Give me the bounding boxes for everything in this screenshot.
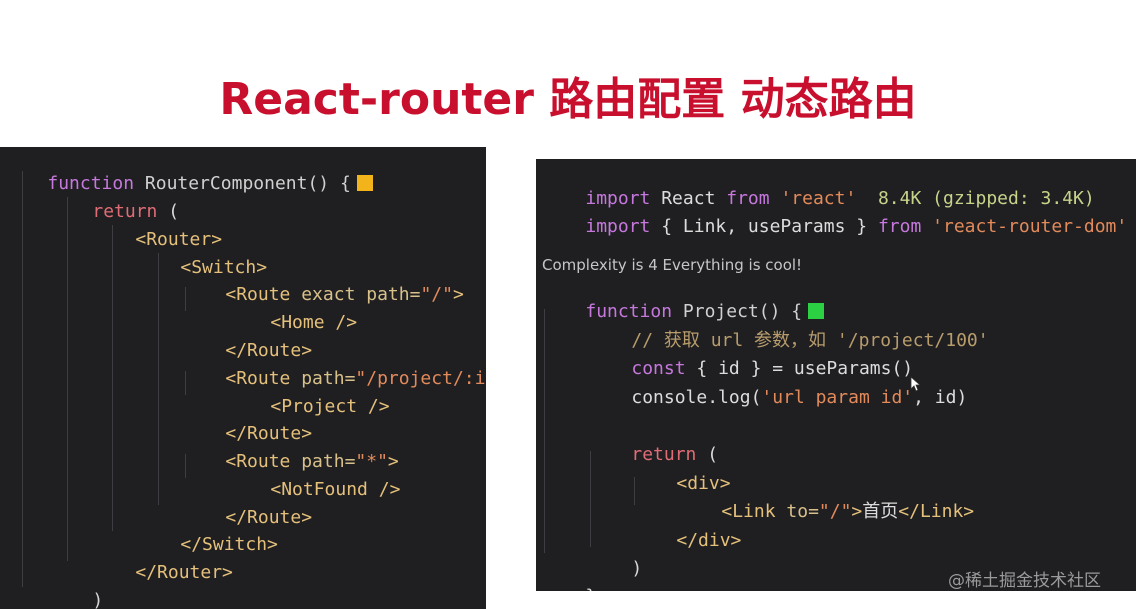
code-line: ) xyxy=(631,558,643,579)
import-size-badge: 8.4K (gzipped: 3.4K) xyxy=(856,188,1095,209)
complexity-ok-icon xyxy=(808,303,825,319)
code-line: const { id } = useParams() xyxy=(631,358,914,379)
complexity-hint: Complexity is 4 Everything is cool! xyxy=(542,256,803,274)
code-line: return ( xyxy=(631,444,719,465)
code-line: ) xyxy=(92,590,104,609)
code-line: </Switch> xyxy=(180,534,278,555)
code-line: import React from 'react' 8.4K (gzipped:… xyxy=(585,188,1095,209)
code-line: return ( xyxy=(92,201,180,222)
code-line: function Project() { xyxy=(542,279,825,322)
function-name: RouterComponent() { xyxy=(144,173,351,194)
router-code-editor: function RouterComponent() { return ( <R… xyxy=(0,147,486,609)
indent-guide xyxy=(544,309,545,553)
jsx-tag: <Router> xyxy=(135,229,223,250)
code-line: <div> xyxy=(676,473,731,494)
code-line: <Route exact path="/"> xyxy=(225,284,464,305)
code-line: <Route path="/project/:id"> xyxy=(225,368,486,389)
code-line: <Switch> xyxy=(137,235,267,278)
code-line: <Link to="/">首页</Link> xyxy=(721,501,975,522)
code-line: } xyxy=(4,593,58,609)
complexity-warning-icon xyxy=(356,175,373,191)
project-code-editor: import React from 'react' 8.4K (gzipped:… xyxy=(536,159,1136,591)
indent-guide xyxy=(590,451,591,547)
code-comment: // 获取 url 参数，如 '/project/100' xyxy=(631,330,989,351)
code-line: </Router> xyxy=(135,562,233,583)
keyword: return xyxy=(92,201,158,222)
code-line: console.log('url param id', id) xyxy=(631,387,968,408)
slide-title: React-router 路由配置 动态路由 xyxy=(219,74,917,125)
indent-guide xyxy=(185,454,186,478)
indent-guide xyxy=(67,197,68,561)
code-line: <NotFound /> xyxy=(270,479,401,500)
code-line: <Project /> xyxy=(270,396,390,417)
indent-guide xyxy=(112,225,113,531)
code-line: </div> xyxy=(676,530,742,551)
code-line: </Route> xyxy=(225,423,313,444)
code-line: <Route path="*"> xyxy=(225,451,399,472)
text-cursor-icon xyxy=(910,376,920,392)
indent-guide xyxy=(185,371,186,395)
code-line: </Route> xyxy=(225,507,313,528)
keyword: function xyxy=(47,173,145,194)
code-line: </Route> xyxy=(225,340,313,361)
code-line: function RouterComponent() { xyxy=(4,151,373,194)
indent-guide xyxy=(634,477,635,505)
code-line: <Home /> xyxy=(270,312,358,333)
jsx-tag: <Switch> xyxy=(180,257,268,278)
indent-guide xyxy=(185,287,186,311)
code-line: import { Link, useParams } from 'react-r… xyxy=(585,216,1128,237)
code-line: <Router> xyxy=(92,207,222,250)
code-line: } xyxy=(542,564,596,591)
indent-guide xyxy=(158,253,159,505)
code-line: // 获取 url 参数，如 '/project/100' xyxy=(588,308,988,351)
indent-guide xyxy=(22,171,23,587)
watermark: @稀土掘金技术社区 xyxy=(948,571,1101,591)
